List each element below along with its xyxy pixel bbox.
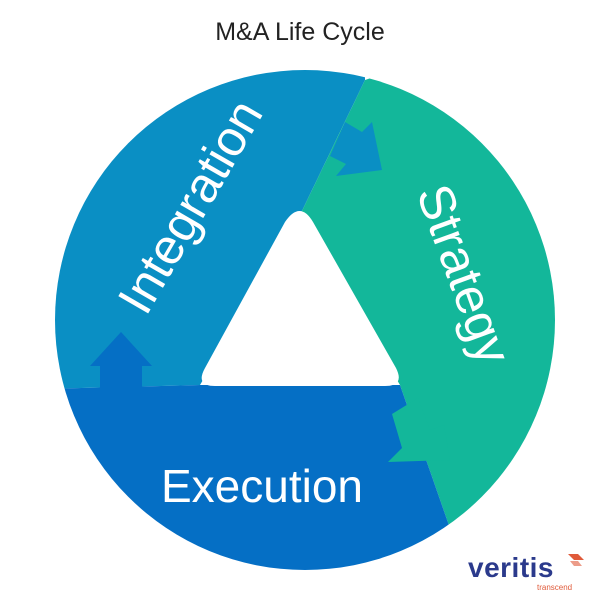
center-triangle	[201, 211, 399, 386]
arrow-strategy-to-execution	[388, 398, 450, 462]
veritis-logo: veritis transcend	[468, 552, 588, 596]
logo-chevron-shape	[568, 554, 584, 560]
logo-chevron-shape-2	[570, 561, 582, 566]
execution-label: Execution	[161, 460, 363, 512]
logo-chevron-icon	[568, 554, 584, 566]
logo-wordmark: veritis	[468, 552, 554, 583]
page-title: M&A Life Cycle	[215, 18, 385, 46]
logo-tagline: transcend	[537, 583, 573, 592]
arrow-execution-to-integration	[90, 332, 152, 390]
arrow-integration-to-strategy	[330, 122, 382, 176]
